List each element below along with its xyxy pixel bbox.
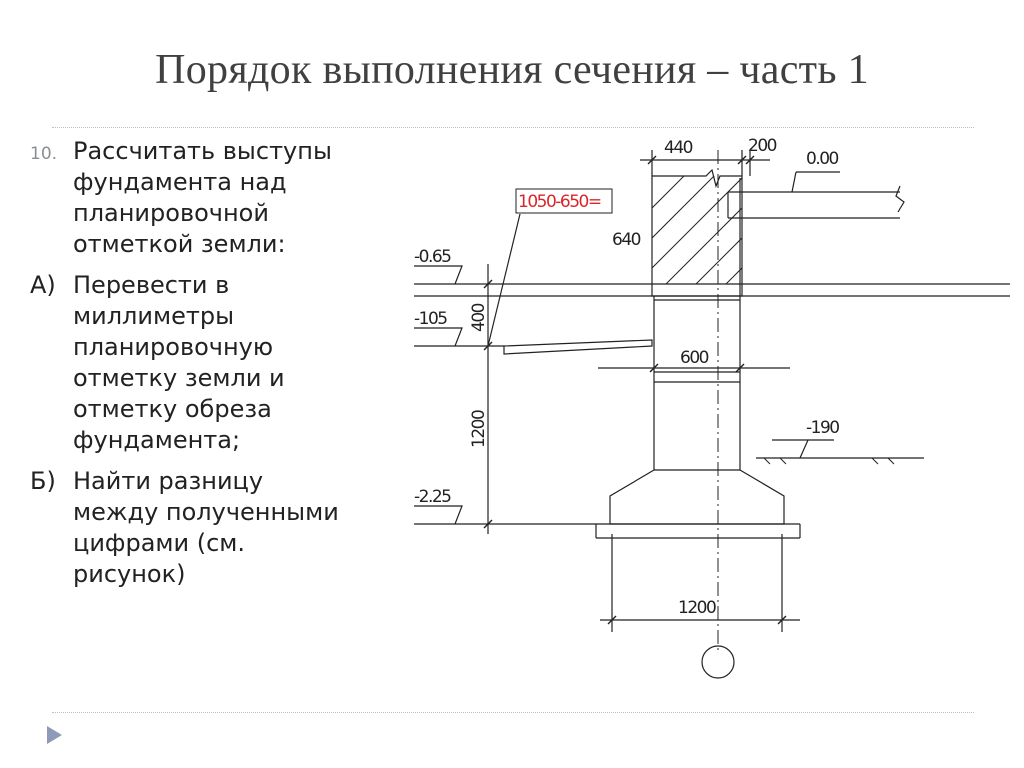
list-item-text: Найти разницу между полученными цифрами …: [73, 467, 339, 588]
list-item-text: Перевести в миллиметры планировочную отм…: [73, 271, 285, 454]
task-list: 10. Рассчитать выступы фундамента над пл…: [30, 136, 430, 600]
dim-600: 600: [680, 348, 709, 368]
floor-slab: [727, 191, 900, 219]
list-item: А) Перевести в миллиметры планировочную …: [30, 270, 430, 456]
dim-1200-footing: 1200: [678, 598, 716, 618]
dim-400: 400: [469, 303, 489, 332]
triangle-right-icon[interactable]: [44, 724, 64, 746]
level-ground: -0.65: [414, 247, 451, 267]
dim-plinth: 640: [612, 230, 641, 250]
level-blind-area: -105: [414, 309, 447, 329]
level-footing: -2.25: [414, 487, 451, 507]
list-item: 10. Рассчитать выступы фундамента над пл…: [30, 136, 430, 260]
plinth-hatch: [652, 176, 742, 284]
top-divider: [52, 127, 974, 128]
formula-text: 1050-650=: [518, 192, 601, 212]
formula-box: [515, 188, 613, 214]
list-marker: А): [30, 271, 56, 299]
list-marker: Б): [30, 467, 56, 495]
list-marker: 10.: [30, 144, 58, 164]
level-ground-right: -190: [806, 418, 839, 438]
footing: [609, 469, 785, 525]
level-floor: 0.00: [806, 149, 839, 169]
list-item-text: Рассчитать выступы фундамента над планир…: [73, 137, 332, 258]
dim-offset: 200: [748, 136, 777, 156]
axis-marker: [701, 645, 735, 679]
slide-title: Порядок выполнения сечения – часть 1: [155, 47, 869, 93]
bottom-divider: [52, 712, 974, 713]
list-item: Б) Найти разницу между полученными цифра…: [30, 466, 430, 590]
dim-wall-width: 440: [664, 138, 693, 158]
blind-area: [503, 339, 653, 355]
dim-1200-vertical: 1200: [469, 410, 489, 448]
plinth-outline: [651, 168, 743, 297]
